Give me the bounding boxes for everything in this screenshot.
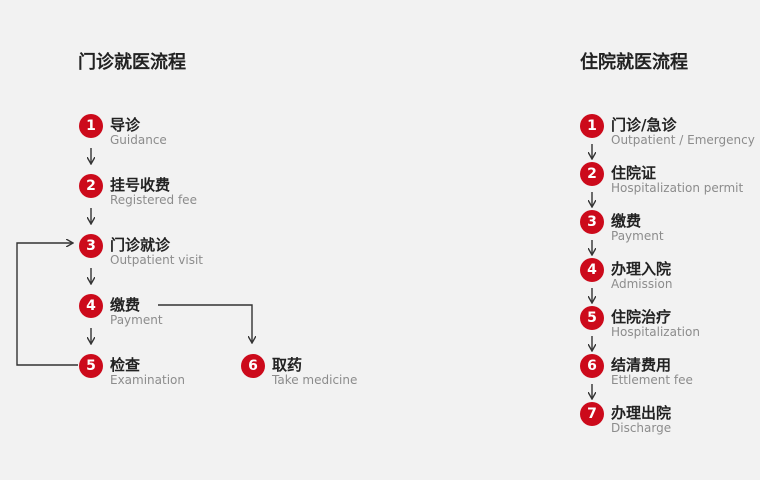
step-number-badge: 5	[79, 354, 103, 378]
arrow-5-3	[16, 243, 78, 366]
step-label: 导诊	[110, 116, 141, 134]
step-sublabel: Take medicine	[272, 373, 358, 387]
step-label: 住院证	[611, 164, 657, 182]
step-sublabel: Examination	[110, 373, 186, 387]
step-number-badge: 4	[580, 258, 604, 282]
step-label: 住院治疗	[611, 308, 672, 326]
step-sublabel: Outpatient visit	[110, 253, 203, 267]
step-sublabel: Payment	[110, 313, 163, 327]
step-label: 检查	[110, 356, 141, 374]
step-label: 缴费	[110, 296, 141, 314]
step-number-badge: 3	[580, 210, 604, 234]
step-label: 结清费用	[611, 356, 672, 374]
step-sublabel: Hospitalization permit	[611, 181, 744, 195]
step-sublabel: Guidance	[110, 133, 167, 147]
step-sublabel: Hospitalization	[611, 325, 700, 339]
step-label: 缴费	[611, 212, 642, 230]
step-label: 取药	[272, 356, 303, 374]
inpatient-title: 住院就医流程	[580, 52, 688, 73]
step-number-badge: 5	[580, 306, 604, 330]
step-label: 门诊/急诊	[611, 116, 677, 134]
step-label: 办理出院	[611, 404, 672, 422]
step-sublabel: Ettlement fee	[611, 373, 693, 387]
step-number-badge: 1	[580, 114, 604, 138]
step-number-badge: 3	[79, 234, 103, 258]
step-label: 挂号收费	[110, 176, 171, 194]
step-number-badge: 4	[79, 294, 103, 318]
step-number-badge: 1	[79, 114, 103, 138]
step-label: 办理入院	[611, 260, 672, 278]
arrow-4-6	[158, 304, 252, 342]
step-number-badge: 7	[580, 402, 604, 426]
step-number-badge: 6	[580, 354, 604, 378]
step-sublabel: Discharge	[611, 421, 672, 435]
step-number-badge: 2	[580, 162, 604, 186]
step-number-badge: 6	[241, 354, 265, 378]
step-sublabel: Outpatient / Emergency	[611, 133, 755, 147]
step-number-badge: 2	[79, 174, 103, 198]
step-sublabel: Admission	[611, 277, 673, 291]
outpatient-title: 门诊就医流程	[78, 52, 186, 73]
step-sublabel: Registered fee	[110, 193, 197, 207]
step-sublabel: Payment	[611, 229, 664, 243]
step-label: 门诊就诊	[110, 236, 171, 254]
